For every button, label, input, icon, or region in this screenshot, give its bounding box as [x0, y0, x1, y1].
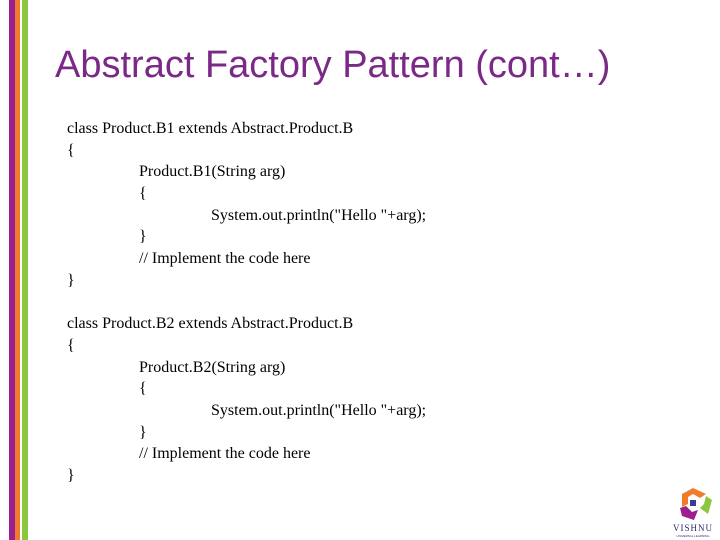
slide-title: Abstract Factory Pattern (cont…): [55, 44, 611, 86]
code-line: // Implement the code here: [139, 445, 311, 463]
code-line: Product.B2(String arg): [139, 358, 286, 376]
decor-bar-purple: [9, 0, 15, 540]
code-line: {: [139, 185, 147, 203]
code-line: System.out.println("Hello "+arg);: [211, 206, 427, 224]
code-line: [67, 292, 426, 314]
logo-icon: [680, 488, 712, 520]
code-line: class Product.B2 extends Abstract.Produc…: [67, 315, 354, 333]
code-line: Product.B1(String arg): [139, 163, 286, 181]
logo-name: VISHNU: [672, 523, 713, 533]
code-line: {: [67, 141, 75, 159]
code-line: }: [139, 228, 147, 246]
decor-bar-green: [22, 0, 28, 540]
code-line: }: [67, 467, 75, 484]
logo-subtitle: UNIVERSAL LEARNING: [676, 534, 710, 538]
decor-bar-orange: [15, 0, 20, 540]
code-line: }: [139, 423, 147, 441]
code-line: }: [67, 271, 75, 289]
code-line: System.out.println("Hello "+arg);: [211, 401, 427, 419]
code-line: // Implement the code here: [139, 250, 311, 268]
code-line: class Product.B1 extends Abstract.Produc…: [67, 120, 354, 137]
code-line: {: [67, 336, 75, 354]
code-block: class Product.B1 extends Abstract.Produc…: [67, 118, 426, 487]
code-line: {: [139, 380, 147, 398]
vishnu-logo: VISHNU UNIVERSAL LEARNING: [668, 486, 718, 540]
